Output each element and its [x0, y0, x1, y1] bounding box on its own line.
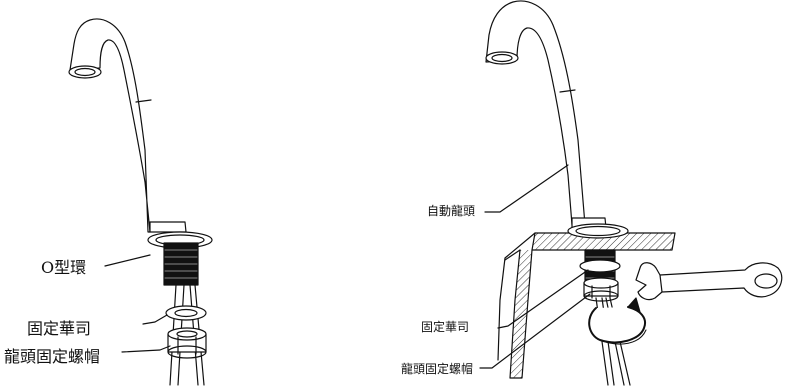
right-bracket-washer [579, 259, 621, 273]
left-faucet-figure [68, 18, 213, 386]
right-lock-nut [583, 277, 619, 302]
lock-nut-label-left: 龍頭固定螺帽 [4, 347, 101, 366]
leader-o-ring [104, 254, 151, 267]
right-faucet-spout [485, 0, 586, 226]
bracket-washer-label-right: 固定華司 [421, 320, 470, 334]
wrench-tool [635, 262, 783, 301]
leader-lock-nut-right [479, 293, 591, 369]
bracket-washer-label-left: 固定華司 [27, 319, 92, 338]
left-bracket-washer [165, 305, 207, 321]
left-spout-tip [68, 65, 102, 79]
auto-faucet-label: 自動龍頭 [427, 204, 476, 218]
right-faucet-figure [479, 0, 783, 386]
leader-bracket-left [142, 314, 168, 325]
counter-top-section [497, 232, 676, 379]
left-lock-nut [167, 327, 207, 359]
rotation-arrow [588, 297, 647, 345]
right-spout-tip [485, 51, 519, 65]
left-faucet-spout [69, 18, 151, 233]
leader-lock-nut-left [121, 345, 171, 353]
leader-auto-faucet [484, 164, 569, 213]
lock-nut-label-right: 龍頭固定螺帽 [401, 362, 474, 376]
o-ring-label: O型環 [41, 258, 87, 277]
leader-bracket-right [497, 269, 589, 329]
